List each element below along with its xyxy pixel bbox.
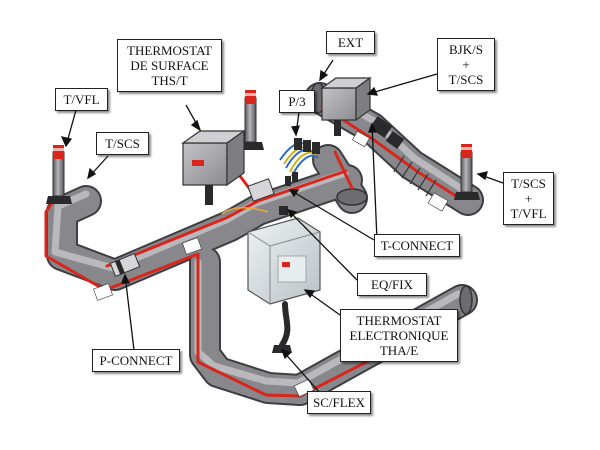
label-line: + (524, 191, 533, 206)
label-line: THERMOSTAT (356, 313, 442, 328)
bjk-junction-box (320, 76, 372, 136)
label-line: THERMOSTAT (127, 43, 212, 58)
label-line: T/SCS (105, 136, 140, 151)
label-line: DE SURFACE (130, 58, 209, 73)
electronic-thermostat-box (247, 217, 321, 353)
label-p-connect: P-CONNECT (92, 349, 180, 372)
label-line: T/VFL (63, 92, 100, 107)
label-line: SC/FLEX (313, 395, 366, 410)
label-p3: P/3 (279, 90, 315, 113)
label-line: P/3 (288, 94, 306, 109)
label-line: ELECTRONIQUE (349, 328, 449, 343)
t-connect-fitting (247, 116, 405, 202)
end-seal-post-left (46, 145, 72, 204)
label-eq-fix: EQ/FIX (357, 273, 427, 296)
label-sc-flex: SC/FLEX (307, 391, 371, 414)
label-line: + (462, 57, 470, 72)
p-connect-splice (109, 252, 141, 278)
label-line: THS/T (151, 73, 188, 88)
label-thermostat-electronique: THERMOSTAT ELECTRONIQUE THA/E (340, 309, 458, 362)
warning-labels (93, 130, 449, 398)
label-line: T-CONNECT (380, 238, 454, 253)
label-ext: EXT (326, 31, 375, 54)
label-thermostat-de-surface: THERMOSTAT DE SURFACE THS/T (117, 39, 222, 92)
label-line: P-CONNECT (99, 353, 173, 368)
end-seal-post-right (454, 144, 480, 200)
label-bjk-s-t-scs: BJK/S + T/SCS (437, 38, 495, 91)
leader-lines (60, 59, 504, 394)
label-line: T/SCS (448, 72, 484, 87)
pipe-end-cap (459, 285, 473, 315)
label-t-connect: T-CONNECT (374, 234, 460, 257)
label-t-scs-left: T/SCS (96, 132, 149, 155)
label-line: BJK/S (449, 42, 483, 57)
label-line: T/VFL (510, 206, 547, 221)
label-line: EQ/FIX (371, 277, 413, 292)
equipotential-clip (221, 206, 288, 215)
p3-connector (279, 138, 320, 186)
label-line: EXT (337, 35, 364, 50)
label-t-scs-t-vfl-right: T/SCS + T/VFL (503, 172, 554, 225)
label-line: T/SCS (511, 176, 546, 191)
insulation-ribbing (393, 155, 437, 197)
pipe-end-cap (336, 188, 368, 206)
surface-thermostat-box (181, 129, 246, 205)
label-t-vfl-left: T/VFL (55, 88, 108, 111)
label-line: THA/E (379, 343, 419, 358)
